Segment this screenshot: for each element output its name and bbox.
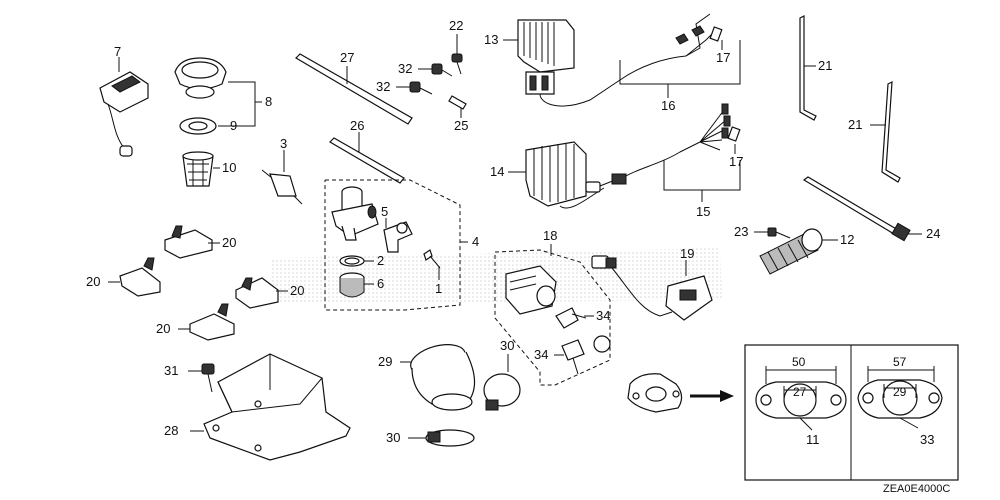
outlet-harness-part-19 (591, 255, 713, 321)
switch-part-7 (99, 71, 149, 157)
callout-20-b: 20 (86, 274, 100, 289)
exhaust-gasket (627, 373, 683, 413)
terminal-part-17-lower (727, 126, 741, 142)
dim-gasket-11-inner: 27 (793, 385, 807, 399)
screw-part-23 (767, 227, 791, 239)
callout-31: 31 (164, 363, 178, 378)
fuel-cap-part-8 (174, 57, 227, 99)
sediment-cup-part-6 (339, 272, 365, 298)
arrow-to-detail (690, 390, 734, 402)
bolt-part-22 (451, 53, 463, 75)
key-part-34-upper (555, 307, 587, 329)
bracket-part-20-c (235, 277, 279, 309)
callout-8: 8 (265, 94, 272, 109)
callout-20-c: 20 (290, 283, 304, 298)
callout-5: 5 (381, 204, 388, 219)
callout-11: 11 (806, 432, 820, 447)
callout-21-lower: 21 (848, 117, 862, 132)
dim-gasket-33-outer: 57 (893, 355, 907, 369)
gasket-part-33-detail (857, 366, 943, 419)
callout-13: 13 (484, 32, 498, 47)
hose-clamp-part-30-upper (483, 373, 521, 411)
valve-lever-part-5 (383, 221, 413, 253)
tube-part-26 (329, 137, 405, 184)
watermark-logo (270, 248, 722, 304)
callout-27: 27 (340, 50, 354, 65)
plate-part-28 (203, 353, 351, 461)
bracket-part-20-b (119, 257, 161, 297)
strainer-part-10 (182, 151, 214, 187)
gasket-part-9 (179, 117, 217, 135)
callout-30-lower: 30 (386, 430, 400, 445)
callout-4: 4 (472, 234, 479, 249)
fuel-filter-part-3 (261, 169, 303, 205)
callout-17-upper: 17 (716, 50, 730, 65)
callout-23: 23 (734, 224, 748, 239)
long-bolt-part-24 (802, 176, 911, 242)
o-ring (593, 335, 611, 353)
callout-25: 25 (454, 118, 468, 133)
callout-32-lower: 32 (376, 79, 390, 94)
callout-17-lower: 17 (729, 154, 743, 169)
callout-32-upper: 32 (398, 61, 412, 76)
hose-clamp-part-30-lower (425, 429, 475, 447)
callout-34-upper: 34 (596, 308, 610, 323)
diagram-code: ZEA0E4000C (883, 483, 950, 495)
callout-21-upper: 21 (818, 58, 832, 73)
pin-part-25 (448, 95, 467, 110)
callout-16: 16 (661, 98, 675, 113)
gasket-part-11-detail (755, 366, 847, 419)
callout-20-a: 20 (222, 235, 236, 250)
fuel-valve-body (331, 186, 379, 241)
fuel-valve-assembly-part-4 (324, 179, 461, 311)
screw-part-1 (423, 249, 441, 269)
regulator-part-14 (525, 141, 701, 209)
callout-15: 15 (696, 204, 710, 219)
callout-6: 6 (377, 276, 384, 291)
dim-gasket-11-outer: 50 (792, 355, 806, 369)
rod-part-21-lower (881, 80, 901, 183)
tube-part-27 (295, 53, 413, 125)
bolt-part-31 (201, 363, 215, 393)
callout-30-upper: 30 (500, 338, 514, 353)
harness-part-15 (699, 103, 741, 151)
callout-7: 7 (114, 44, 121, 59)
harness-part-16 (675, 13, 723, 57)
ignition-switch-assembly-part-18 (494, 249, 611, 386)
rod-part-21-upper (799, 15, 817, 121)
callout-1: 1 (435, 281, 442, 296)
terminal-part-17-upper (709, 26, 723, 42)
regulator-part-13 (517, 19, 687, 107)
callout-22: 22 (449, 18, 463, 33)
callout-20-d: 20 (156, 321, 170, 336)
callout-26: 26 (350, 118, 364, 133)
callout-29: 29 (378, 354, 392, 369)
bolt-part-32-upper (431, 63, 453, 77)
ignition-switch-body (505, 265, 557, 315)
gasket-detail-box: 50 27 11 57 29 33 (744, 344, 959, 481)
callout-34-lower: 34 (534, 347, 548, 362)
callout-19: 19 (680, 246, 694, 261)
valve-gasket-part-2 (339, 255, 365, 267)
callout-18: 18 (543, 228, 557, 243)
callout-12: 12 (840, 232, 854, 247)
callout-3: 3 (280, 136, 287, 151)
bracket-part-20-d (189, 303, 235, 341)
callout-9: 9 (230, 118, 237, 133)
callout-10: 10 (222, 160, 236, 175)
callout-14: 14 (490, 164, 504, 179)
bracket-part-20-a (164, 225, 213, 259)
callout-33: 33 (920, 432, 934, 447)
grip-part-12 (759, 228, 823, 275)
dim-gasket-33-inner: 29 (893, 385, 907, 399)
bolt-part-32-lower (409, 81, 433, 95)
intake-elbow-part-29 (410, 344, 476, 411)
callout-28: 28 (164, 423, 178, 438)
callout-24: 24 (926, 226, 940, 241)
key-part-34-lower (561, 339, 585, 375)
callout-2: 2 (377, 253, 384, 268)
